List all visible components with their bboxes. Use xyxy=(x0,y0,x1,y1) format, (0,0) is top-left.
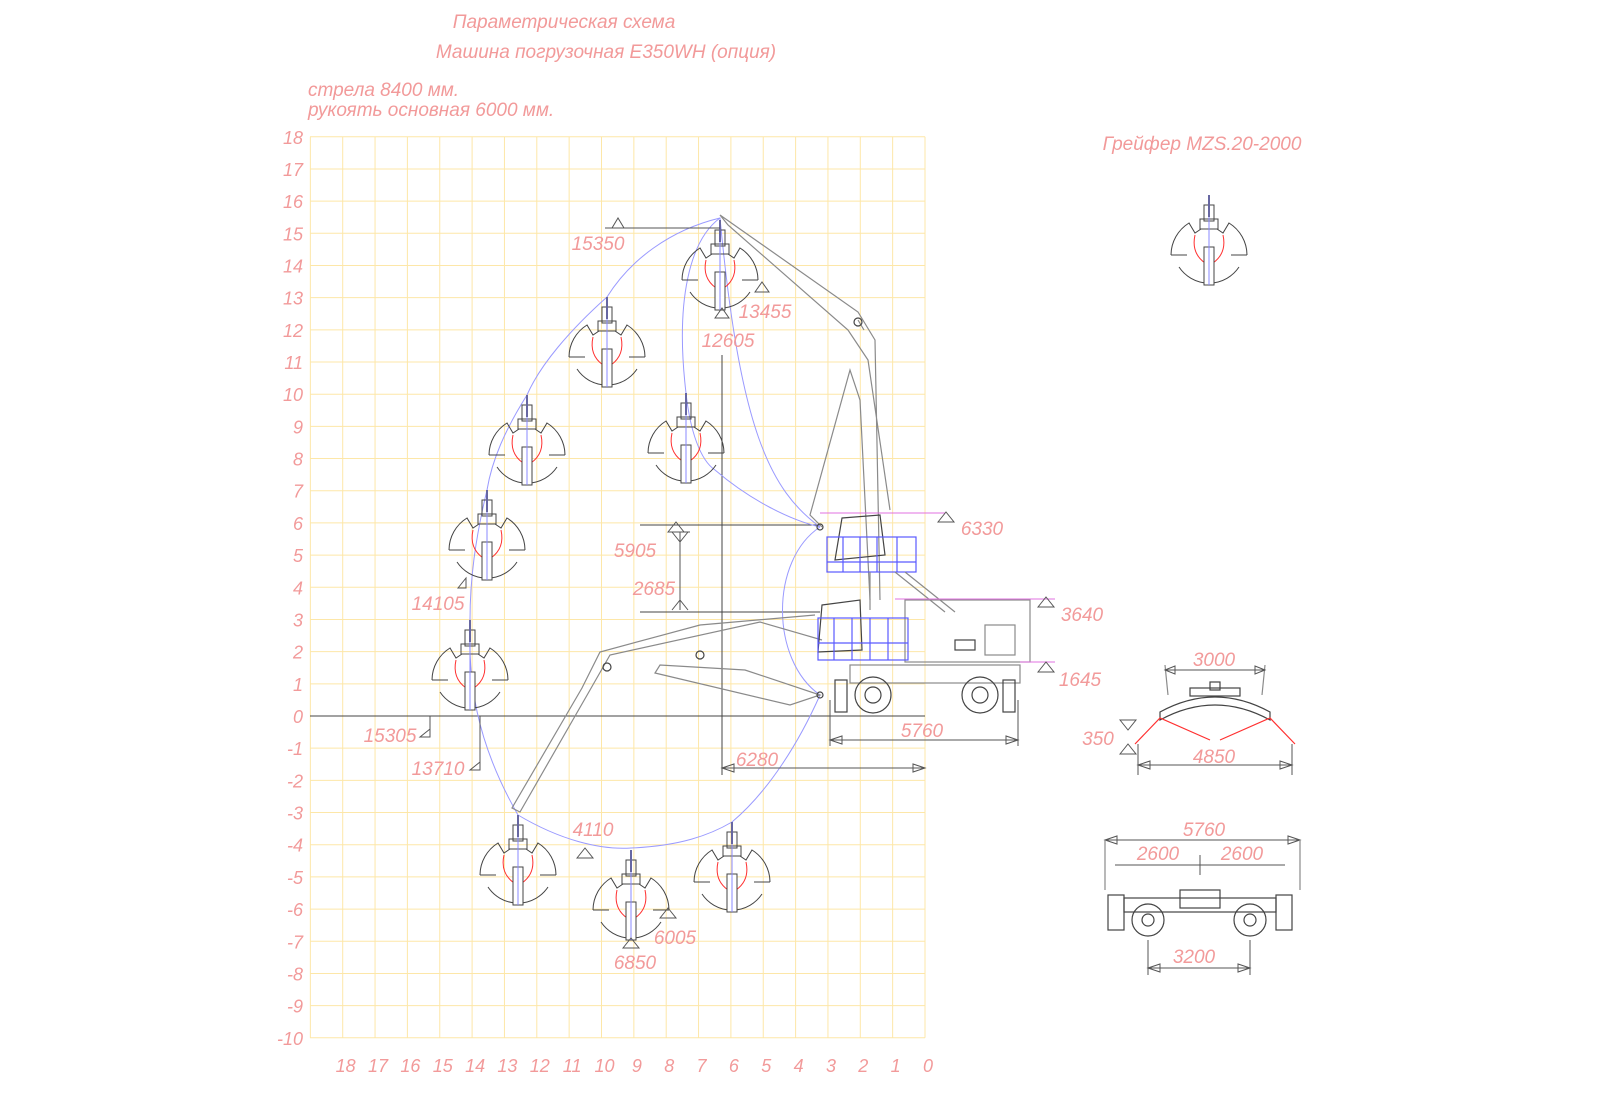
x-tick-label: 10 xyxy=(594,1056,614,1076)
y-tick-label: 4 xyxy=(293,578,303,598)
dim-6280: 6280 xyxy=(736,750,779,771)
x-tick-label: 4 xyxy=(794,1056,804,1076)
dim-15305: 15305 xyxy=(364,726,417,747)
dim-14105: 14105 xyxy=(412,594,465,615)
x-tick-label: 3 xyxy=(826,1056,836,1076)
y-tick-label: -7 xyxy=(287,932,304,952)
excavator-side-view xyxy=(511,214,1055,813)
y-tick-label: 15 xyxy=(283,224,304,244)
y-tick-label: 17 xyxy=(283,160,304,180)
y-tick-label: 12 xyxy=(283,321,303,341)
x-tick-label: 1 xyxy=(891,1056,901,1076)
x-tick-label: 13 xyxy=(497,1056,517,1076)
dim-13710: 13710 xyxy=(412,759,465,780)
dimension-lines xyxy=(418,217,1056,949)
x-tick-label: 8 xyxy=(664,1056,674,1076)
dim-15350: 15350 xyxy=(572,234,625,255)
grapple-9 xyxy=(693,821,771,913)
grapple-4 xyxy=(448,489,526,581)
y-tick-label: 6 xyxy=(293,514,304,534)
y-tick-label: 0 xyxy=(293,707,303,727)
dim-3640: 3640 xyxy=(1061,605,1104,626)
front-width-4850: 4850 xyxy=(1193,747,1236,768)
reach-envelope-inner xyxy=(681,217,821,528)
y-tick-label: -3 xyxy=(287,804,303,824)
y-tick-label: -1 xyxy=(287,739,303,759)
x-tick-label: 6 xyxy=(729,1056,740,1076)
grapple-legend xyxy=(1170,194,1248,286)
y-tick-label: -6 xyxy=(287,900,304,920)
grapple-title: Грейфер MZS.20-2000 xyxy=(1103,134,1302,155)
x-tick-label: 0 xyxy=(923,1056,933,1076)
elevated-cab xyxy=(826,536,917,573)
reach-envelope-arc xyxy=(782,526,821,696)
y-tick-label: 10 xyxy=(283,385,303,405)
x-tick-label: 17 xyxy=(368,1056,389,1076)
y-tick-label: -4 xyxy=(287,836,303,856)
y-tick-label: 2 xyxy=(292,643,303,663)
y-tick-label: 11 xyxy=(284,353,303,373)
grapple-positions xyxy=(431,194,1248,941)
lower-cab xyxy=(817,617,909,661)
arm-length: рукоять основная 6000 мм. xyxy=(307,100,554,121)
y-tick-label: 9 xyxy=(293,417,303,437)
boom-length: стрела 8400 мм. xyxy=(308,80,459,101)
front-height-350: 350 xyxy=(1082,729,1114,750)
front-width-3000: 3000 xyxy=(1193,650,1236,671)
grapple-5 xyxy=(431,619,509,711)
x-tick-label: 18 xyxy=(336,1056,356,1076)
rear-left-2600: 2600 xyxy=(1136,844,1180,865)
y-tick-label: 1 xyxy=(293,675,303,695)
y-tick-label: -9 xyxy=(287,997,303,1017)
dim-12605: 12605 xyxy=(702,331,755,352)
machine-model: Машина погрузочная E350WH (опция) xyxy=(436,42,776,63)
x-tick-label: 2 xyxy=(857,1056,868,1076)
dim-6330: 6330 xyxy=(961,519,1004,540)
x-tick-label: 16 xyxy=(400,1056,421,1076)
dim-5905: 5905 xyxy=(614,541,657,562)
grapple-lowest xyxy=(592,849,670,941)
rear-right-2600: 2600 xyxy=(1220,844,1264,865)
y-tick-label: -10 xyxy=(277,1029,303,1049)
y-tick-label: 13 xyxy=(283,289,303,309)
dim-6850: 6850 xyxy=(614,953,657,974)
x-tick-label: 5 xyxy=(761,1056,772,1076)
y-tick-label: 7 xyxy=(293,482,304,502)
y-tick-label: 14 xyxy=(283,256,303,276)
dim-13455: 13455 xyxy=(739,302,792,323)
y-tick-label: 5 xyxy=(293,546,304,566)
grapple-inner xyxy=(647,392,725,484)
front-view xyxy=(1118,664,1296,775)
y-tick-label: 16 xyxy=(283,192,304,212)
grid xyxy=(309,136,926,1039)
axis-ticks: 1817161514131211109876543210-1-2-3-4-5-6… xyxy=(277,128,933,1076)
dim-4110: 4110 xyxy=(573,820,614,841)
dim-6005: 6005 xyxy=(654,928,697,949)
dim-2685: 2685 xyxy=(632,579,676,600)
dim-1645: 1645 xyxy=(1059,670,1102,691)
y-tick-label: -8 xyxy=(287,964,303,984)
y-tick-label: 18 xyxy=(283,128,303,148)
rear-track-3200: 3200 xyxy=(1173,947,1216,968)
y-tick-label: -2 xyxy=(287,771,303,791)
reach-envelope-outer xyxy=(469,217,821,849)
rear-view xyxy=(1103,835,1302,975)
x-tick-label: 15 xyxy=(433,1056,454,1076)
x-tick-label: 11 xyxy=(563,1056,582,1076)
x-tick-label: 12 xyxy=(530,1056,550,1076)
grapple-3 xyxy=(488,394,566,486)
x-tick-label: 9 xyxy=(632,1056,642,1076)
rear-total-5760: 5760 xyxy=(1183,820,1226,841)
y-tick-label: 3 xyxy=(293,610,303,630)
diagram-title: Параметрическая схема xyxy=(453,12,676,33)
y-tick-label: 8 xyxy=(293,450,303,470)
y-tick-label: -5 xyxy=(287,868,304,888)
x-tick-label: 14 xyxy=(465,1056,485,1076)
x-tick-label: 7 xyxy=(697,1056,708,1076)
dim-5760-side: 5760 xyxy=(901,721,944,742)
